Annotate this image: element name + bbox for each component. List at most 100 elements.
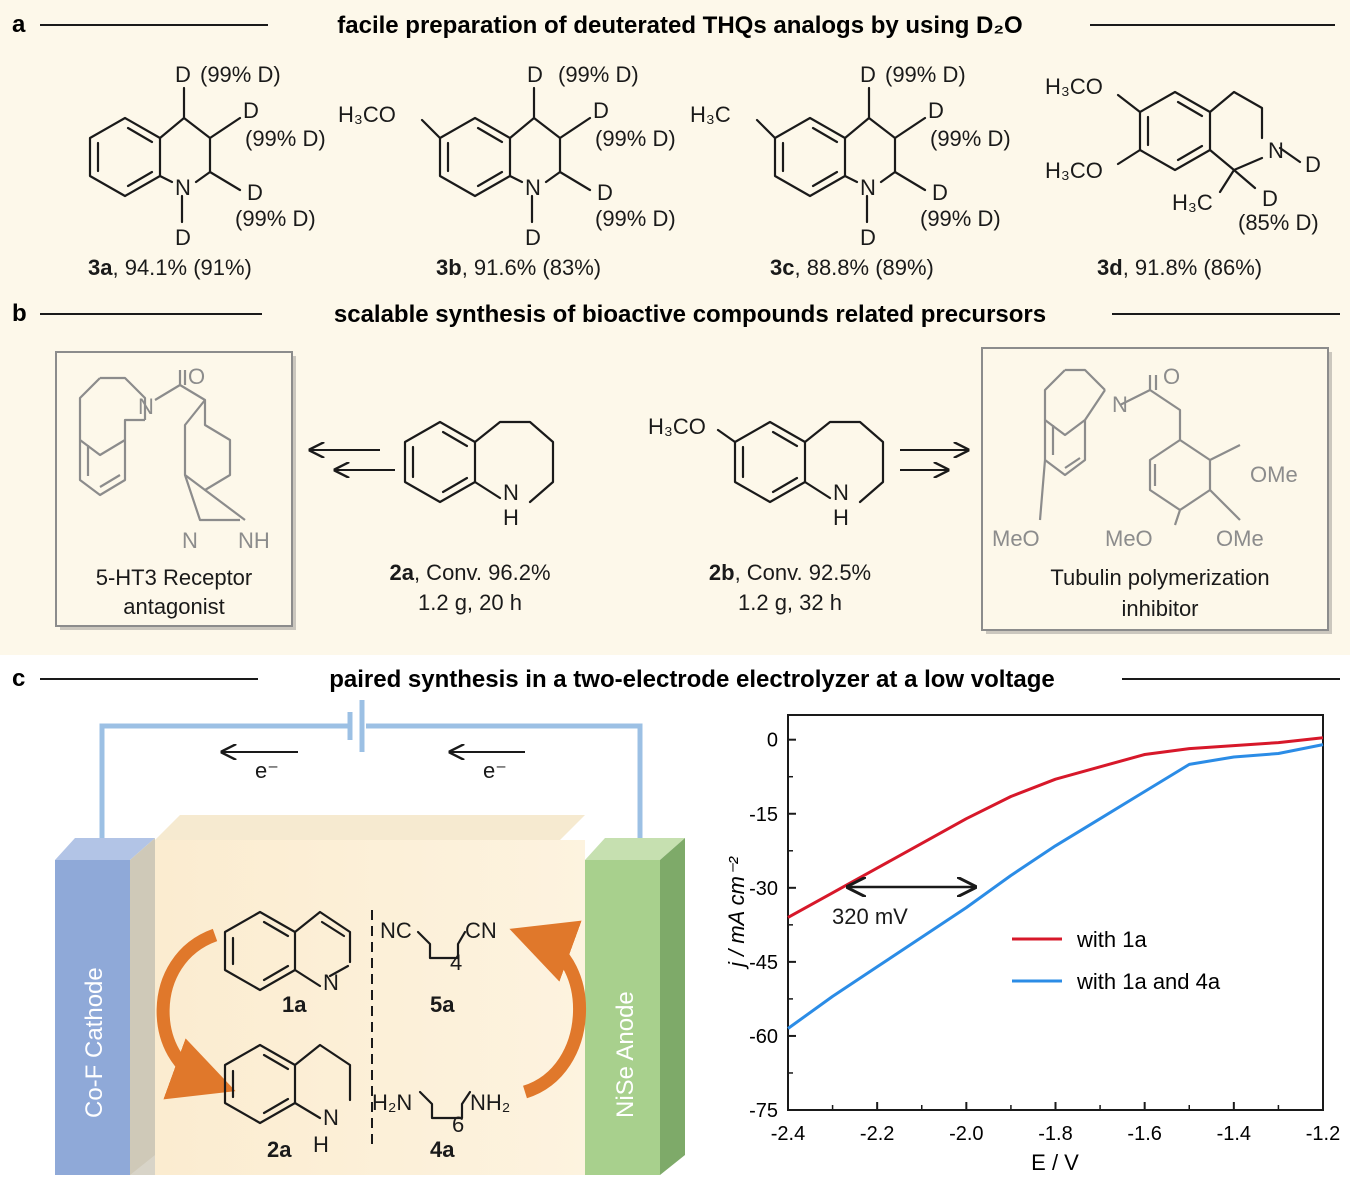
d-label: D bbox=[1262, 186, 1278, 211]
d-label: D bbox=[593, 98, 609, 123]
carbonyl-o-atom: O bbox=[1163, 364, 1180, 389]
methoxy-group: H₃CO bbox=[1045, 158, 1103, 183]
compound-4a-label: 4a bbox=[430, 1137, 455, 1162]
compound-caption: 3b, 91.6% (83%) bbox=[436, 255, 601, 280]
h-atom: H bbox=[833, 505, 849, 530]
compound-2a: N H 2a, Conv. 96.2% 1.2 g, 20 h bbox=[389, 420, 555, 615]
compound-id: 2a bbox=[389, 560, 414, 585]
compound-3c: N H₃C D (99% D) D (99% D) D (99% D) D 3c… bbox=[690, 62, 1011, 280]
y-tick-label: -75 bbox=[749, 1100, 778, 1122]
compound-scale: 1.2 g, 20 h bbox=[418, 590, 522, 615]
lsv-chart: 0-15-30-45-60-75 -2.4-2.2-2.0-1.8-1.6-1.… bbox=[724, 714, 1340, 1175]
methoxy-group: OMe bbox=[1216, 526, 1264, 551]
section-c-label: c bbox=[12, 665, 25, 692]
section-b-title: scalable synthesis of bioactive compound… bbox=[334, 301, 1046, 328]
d-percent: (99% D) bbox=[930, 126, 1011, 151]
nitrile-group: CN bbox=[465, 918, 497, 943]
n-atom: N bbox=[323, 1105, 339, 1130]
x-tick-label: -1.8 bbox=[1038, 1123, 1072, 1145]
compound-2a-label: 2a bbox=[267, 1137, 292, 1162]
d-percent: (99% D) bbox=[885, 62, 966, 87]
box-caption-line1: 5-HT3 Receptor bbox=[96, 565, 253, 590]
tubulin-inhibitor-box: N O OMe MeO MeO OMe Tubulin polymerizati… bbox=[981, 347, 1332, 634]
serotonin-antagonist-box: N O N NH 5-HT3 Receptor antagonist bbox=[55, 351, 296, 630]
compound-id: 2b bbox=[709, 560, 735, 585]
section-c-title: paired synthesis in a two-electrode elec… bbox=[329, 666, 1055, 693]
n-atom: N bbox=[323, 970, 339, 995]
imidazole-nh-atom: NH bbox=[238, 528, 270, 553]
compound-scale: 1.2 g, 32 h bbox=[738, 590, 842, 615]
methyl-group: H₃C bbox=[1172, 190, 1213, 215]
x-tick-label: -1.2 bbox=[1306, 1123, 1340, 1145]
n-atom: N bbox=[503, 480, 519, 505]
d-percent: (99% D) bbox=[245, 126, 326, 151]
section-b-header: b scalable synthesis of bioactive compou… bbox=[12, 300, 1340, 328]
anode-electrode bbox=[585, 860, 660, 1175]
compound-yield: , 94.1% (91%) bbox=[112, 255, 251, 280]
amine-group: NH₂ bbox=[470, 1090, 510, 1115]
compound-3a: N D (99% D) D (99% D) D (99% D) D 3a, 94… bbox=[88, 62, 326, 280]
section-b-label: b bbox=[12, 300, 27, 327]
n-atom: N bbox=[833, 480, 849, 505]
h-atom: H bbox=[503, 505, 519, 530]
compound-3b: N H₃CO D (99% D) D (99% D) D (99% D) D 3… bbox=[338, 62, 676, 280]
x-tick-label: -1.4 bbox=[1217, 1123, 1251, 1145]
methoxy-group: H₃CO bbox=[648, 414, 706, 439]
section-c-header: c paired synthesis in a two-electrode el… bbox=[12, 665, 1340, 693]
compound-yield: , 88.8% (89%) bbox=[794, 255, 933, 280]
n-atom: N bbox=[860, 175, 876, 200]
section-a-header: a facile preparation of deuterated THQs … bbox=[12, 11, 1335, 39]
d-percent: (99% D) bbox=[595, 126, 676, 151]
d-label: D bbox=[175, 62, 191, 87]
overpotential-annotation: 320 mV bbox=[832, 904, 908, 929]
compound-conversion: , Conv. 92.5% bbox=[735, 560, 872, 585]
compound-yield: , 91.8% (86%) bbox=[1123, 255, 1262, 280]
amide-n-atom: N bbox=[138, 394, 154, 419]
d-label: D bbox=[247, 180, 263, 205]
d-label: D bbox=[1305, 152, 1321, 177]
box-caption-line1: Tubulin polymerization bbox=[1050, 565, 1269, 590]
d-percent: (85% D) bbox=[1238, 210, 1319, 235]
d-percent: (99% D) bbox=[920, 206, 1001, 231]
y-axis-label: j / mA cm⁻² bbox=[724, 856, 749, 969]
compound-conversion: , Conv. 96.2% bbox=[414, 560, 551, 585]
series-line-2 bbox=[787, 743, 1324, 1030]
reduction-arrow-icon bbox=[156, 928, 236, 1100]
electrolyzer-diagram: e⁻ e⁻ Co-F Cathode NiSe Anode N 1a N H 2… bbox=[55, 700, 685, 1175]
n-atom: N bbox=[175, 175, 191, 200]
y-tick-label: -15 bbox=[749, 804, 778, 826]
compound-caption: 3a, 94.1% (91%) bbox=[88, 255, 252, 280]
d-label: D bbox=[527, 62, 543, 87]
compound-caption: 2b, Conv. 92.5% bbox=[709, 560, 871, 585]
x-axis: -2.4-2.2-2.0-1.8-1.6-1.4-1.2 bbox=[771, 1102, 1340, 1145]
d-label: D bbox=[860, 225, 876, 250]
y-tick-label: -45 bbox=[749, 952, 778, 974]
series-layer bbox=[787, 736, 1324, 1030]
methoxy-group: MeO bbox=[992, 526, 1040, 551]
methoxy-group: H₃CO bbox=[338, 102, 396, 127]
compound-1a-label: 1a bbox=[282, 992, 307, 1017]
cathode-electrode bbox=[55, 860, 130, 1175]
x-tick-label: -2.2 bbox=[860, 1123, 894, 1145]
amide-n-atom: N bbox=[1112, 392, 1128, 417]
y-tick-label: -30 bbox=[749, 878, 778, 900]
section-a-background bbox=[0, 0, 1350, 300]
y-tick-label: 0 bbox=[767, 730, 778, 752]
reaction-arrows-left bbox=[310, 450, 395, 470]
compound-caption: 3c, 88.8% (89%) bbox=[770, 255, 934, 280]
h-atom: H bbox=[313, 1132, 329, 1157]
compound-caption: 3d, 91.8% (86%) bbox=[1097, 255, 1262, 280]
imidazole-n-atom: N bbox=[182, 528, 198, 553]
compound-yield: , 91.6% (83%) bbox=[462, 255, 601, 280]
legend-label-series-2: with 1a and 4a bbox=[1076, 969, 1221, 994]
compound-caption: 2a, Conv. 96.2% bbox=[389, 560, 550, 585]
legend: with 1a with 1a and 4a bbox=[1012, 927, 1221, 994]
d-label: D bbox=[175, 225, 191, 250]
methoxy-group: MeO bbox=[1105, 526, 1153, 551]
d-label: D bbox=[928, 98, 944, 123]
methoxy-group: OMe bbox=[1250, 462, 1298, 487]
reaction-arrows-right bbox=[900, 450, 968, 470]
y-axis: 0 -15 -30 -45 -60 -75 bbox=[749, 730, 796, 1122]
y-tick-label: -60 bbox=[749, 1026, 778, 1048]
d-percent: (99% D) bbox=[200, 62, 281, 87]
